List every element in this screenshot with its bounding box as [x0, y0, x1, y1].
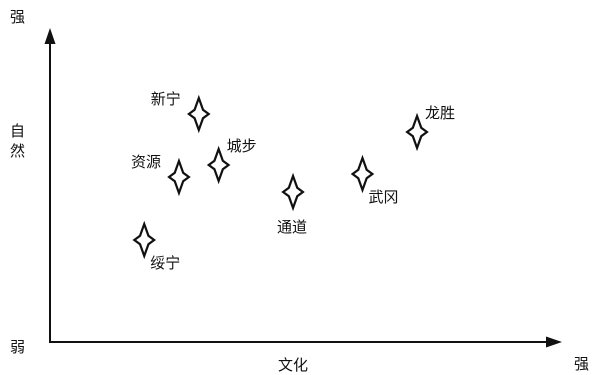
point-label: 龙胜 — [425, 104, 455, 122]
origin-label: 弱 — [10, 338, 25, 356]
y-axis-top-label: 强 — [10, 8, 25, 26]
data-point: 资源 — [131, 153, 191, 197]
data-point: 龙胜 — [405, 104, 455, 152]
star-marker-icon — [167, 157, 191, 197]
point-label: 绥宁 — [150, 254, 180, 272]
star-marker-icon — [206, 145, 231, 185]
star-marker-icon — [350, 154, 375, 194]
data-point: 新宁 — [151, 90, 211, 134]
x-axis-arrow — [546, 336, 562, 348]
x-axis-end-label: 强 — [574, 355, 589, 373]
point-label: 资源 — [131, 153, 161, 171]
star-marker-icon — [132, 220, 157, 260]
point-label: 通道 — [277, 218, 307, 236]
data-point: 绥宁 — [132, 220, 180, 272]
star-marker-icon — [187, 94, 211, 134]
point-label: 城步 — [227, 137, 257, 155]
x-axis-label: 文化 — [278, 356, 308, 374]
y-axis-label-char-1: 自 — [10, 122, 25, 140]
y-axis-label-char-2: 然 — [10, 142, 25, 160]
data-point: 城步 — [206, 137, 257, 185]
data-point: 武冈 — [350, 154, 398, 206]
y-axis-arrow — [44, 28, 56, 44]
point-label: 武冈 — [368, 188, 398, 206]
data-point: 通道 — [277, 172, 307, 236]
point-label: 新宁 — [151, 90, 181, 108]
star-marker-icon — [281, 172, 305, 212]
star-marker-icon — [405, 112, 429, 152]
